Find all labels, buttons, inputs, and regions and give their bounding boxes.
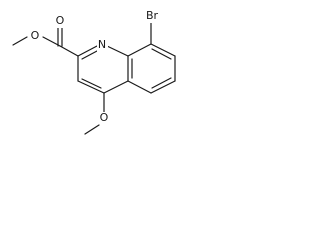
bond-n1-c8a [106, 45, 129, 57]
ring-nitrogen-label: N [98, 38, 106, 51]
bond-c4-c3 [77, 80, 105, 94]
bond-c2-n1-inner [81, 50, 98, 60]
bond-c4-c3-inner [81, 78, 102, 89]
bond-methyl-ester-oxygen [12, 36, 28, 46]
structure-drawing: Br N O O O [12, 9, 176, 135]
ester-oxygen-label: O [31, 29, 40, 42]
bond-c8a-c8 [127, 43, 152, 57]
bond-c6-c5-inner [151, 77, 172, 89]
methoxy-oxygen-label: O [100, 111, 109, 124]
bond-c4a-c4 [103, 80, 129, 94]
bond-methoxy-oxygen-methyl [84, 124, 100, 135]
chemical-structure: Br N O O O [0, 0, 204, 153]
bond-carbonyl-to-ring [59, 45, 79, 57]
bond-c8-c7 [150, 43, 176, 57]
carbonyl-oxygen-label: O [56, 14, 65, 27]
bond-c8-c7-inner [151, 48, 172, 60]
bond-c5-c4a [127, 80, 152, 94]
bromine-label: Br [146, 9, 159, 22]
bond-ester-oxygen-carbonyl [42, 36, 61, 47]
bond-c2-n1 [77, 45, 98, 57]
bond-c6-c5 [150, 80, 176, 94]
